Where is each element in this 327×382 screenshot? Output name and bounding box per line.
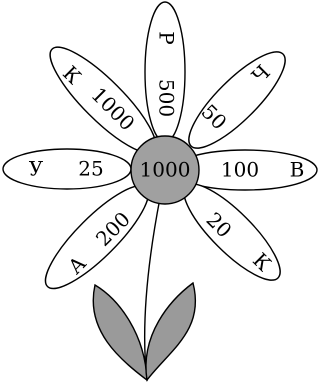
petal-top-letter: Р xyxy=(155,31,179,44)
petal-right-value: 100 xyxy=(221,158,259,182)
petal-left: У 25 xyxy=(3,149,131,189)
center-value: 1000 xyxy=(140,158,191,182)
petal-left-value: 25 xyxy=(78,157,103,181)
petal-top-value: 500 xyxy=(155,79,179,117)
left-leaf xyxy=(93,285,147,380)
petal-left-letter: У xyxy=(29,157,44,181)
right-leaf xyxy=(146,283,195,380)
petal-upper-right: Ч 50 xyxy=(177,40,297,160)
petal-top: Р 500 xyxy=(145,2,185,142)
petal-right-letter: В xyxy=(290,158,305,182)
